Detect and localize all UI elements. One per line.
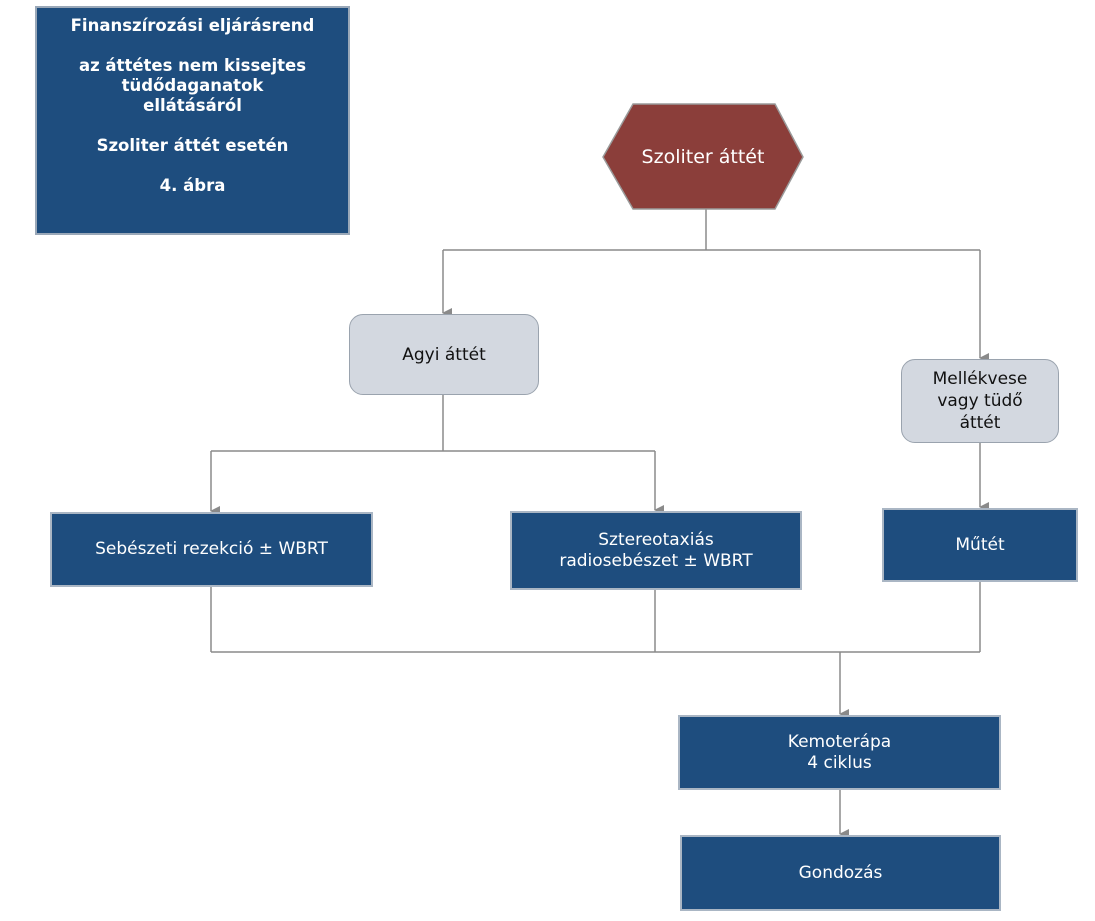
node-stereo-line-2: radiosebészet ± WBRT — [559, 550, 753, 571]
node-chemo-line-1: Kemoterápa — [787, 731, 892, 752]
node-surgical-resection: Sebészeti rezekció ± WBRT — [50, 512, 373, 587]
node-follow-up-care: Gondozás — [680, 835, 1001, 911]
node-adrenal-line-3: áttét — [959, 413, 1001, 433]
node-resection-label: Sebészeti rezekció ± WBRT — [95, 539, 328, 559]
node-adrenal-line-1: Mellékvese — [932, 369, 1028, 389]
node-surgery-label: Műtét — [955, 534, 1005, 555]
title-line-1: Finanszírozási eljárásrend — [70, 16, 315, 35]
node-chemotherapy: Kemoterápa 4 ciklus — [678, 715, 1001, 790]
title-line-3: tüdődaganatok — [121, 76, 264, 95]
node-adrenal-line-2: vagy tüdő — [937, 391, 1023, 411]
title-line-2: az áttétes nem kissejtes — [78, 56, 307, 75]
figure-title-box: Finanszírozási eljárásrend az áttétes ne… — [35, 6, 350, 235]
node-chemo-line-2: 4 ciklus — [807, 752, 872, 773]
title-line-5: Szoliter áttét esetén — [96, 136, 289, 155]
node-brain-label: Agyi áttét — [402, 344, 486, 365]
node-brain-metastasis: Agyi áttét — [349, 314, 539, 395]
node-adrenal-lung-metastasis: Mellékvese vagy tüdő áttét — [901, 359, 1059, 443]
node-stereo-line-1: Sztereotaxiás — [598, 529, 714, 550]
node-surgery: Műtét — [882, 508, 1078, 582]
title-line-4: ellátásáról — [143, 96, 242, 115]
start-hexagon — [602, 103, 804, 210]
title-line-6: 4. ábra — [159, 176, 226, 195]
start-node-label: Szoliter áttét — [641, 145, 765, 168]
node-stereotactic-radiosurgery: Sztereotaxiás radiosebészet ± WBRT — [510, 511, 802, 590]
node-care-label: Gondozás — [798, 862, 883, 883]
